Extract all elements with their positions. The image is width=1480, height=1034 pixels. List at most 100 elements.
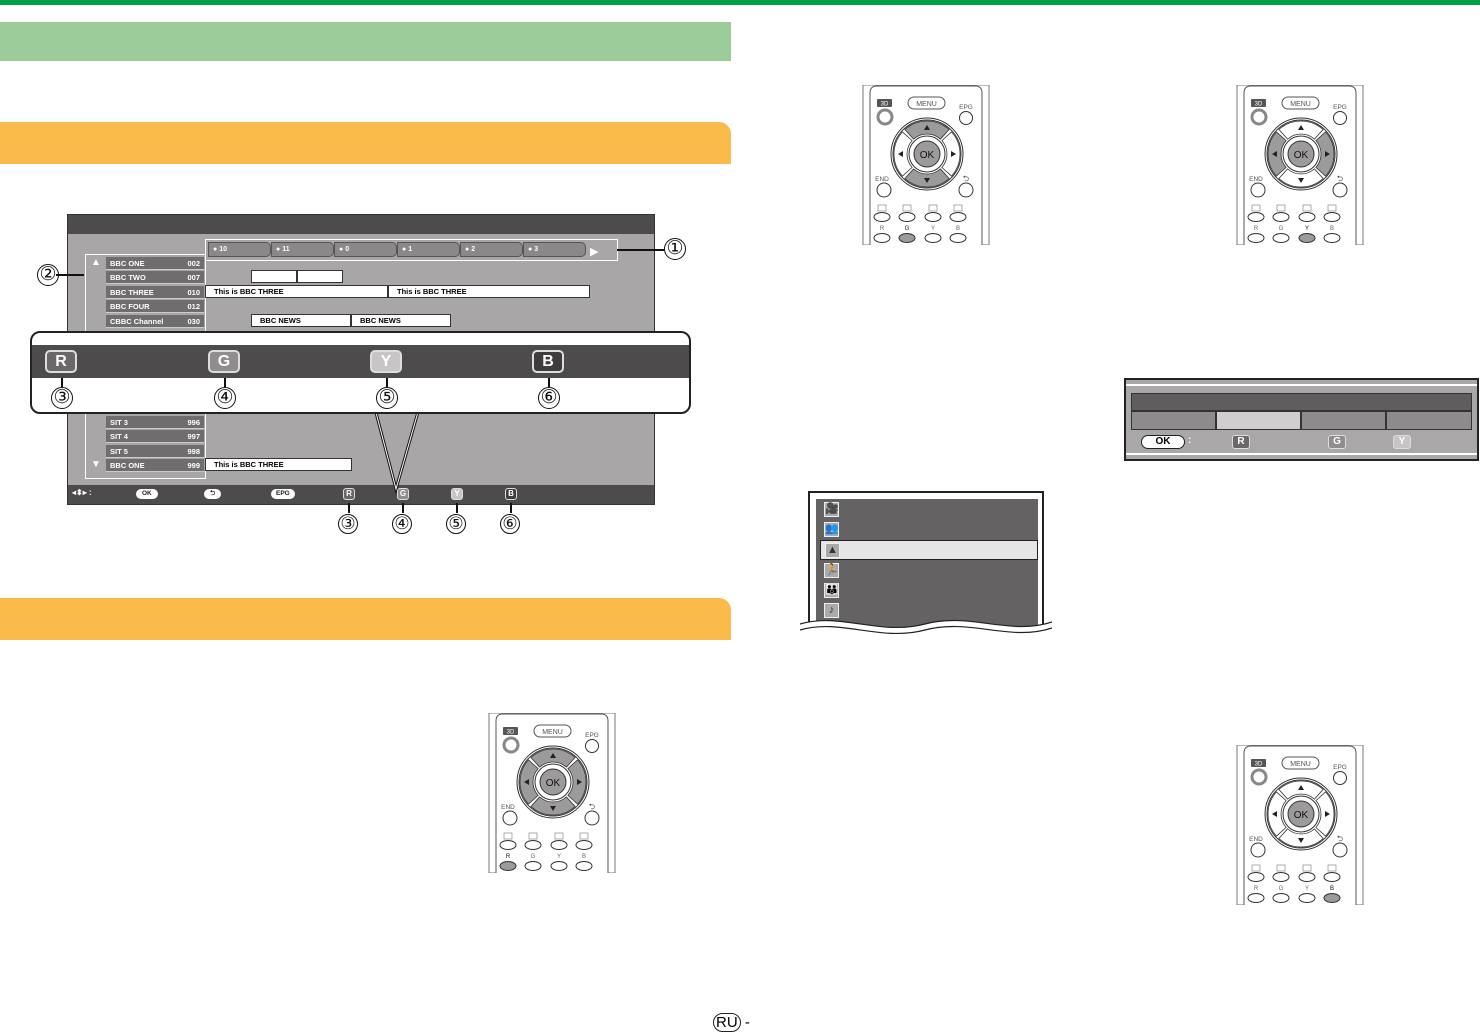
channel-name: BBC ONE: [110, 259, 145, 268]
programme-title: BBC NEWS: [360, 316, 401, 325]
remote-color-label: G: [905, 226, 910, 232]
menu-option[interactable]: [1131, 411, 1216, 430]
3d-button: [1250, 768, 1268, 786]
remote-ok-label: OK: [1294, 150, 1309, 161]
timeline-slot[interactable]: ● 2: [460, 242, 523, 257]
genre-item-selected[interactable]: ▲: [820, 540, 1038, 560]
channel-name: BBC ONE: [110, 461, 145, 470]
remote-ok-label: OK: [1294, 810, 1309, 821]
remote-ok-label: OK: [920, 150, 935, 161]
remote-end-label: END: [1249, 836, 1263, 843]
timeline-slot[interactable]: ● 10: [208, 242, 271, 257]
remote-menu-label: MENU: [916, 101, 937, 108]
zoom-pointer: [372, 405, 422, 495]
channel-name: BBC THREE: [110, 288, 154, 297]
channel-number: 999: [187, 461, 200, 470]
programme-cell[interactable]: This is BBC THREE: [205, 458, 352, 471]
remote-color-label: G: [1279, 226, 1284, 232]
channel-number: 998: [187, 447, 200, 456]
show-stage-icon: ▲: [825, 543, 840, 558]
callout-number-6: ⑥: [538, 387, 560, 409]
callout-band: R G Y B: [32, 345, 689, 378]
channel-name: SIT 4: [110, 432, 128, 441]
blue-key-icon: B: [505, 488, 517, 500]
ok-key-icon: OK: [1141, 435, 1185, 449]
ok-key-icon: OK: [136, 489, 158, 499]
timeline-slot[interactable]: ● 0: [334, 242, 397, 257]
callout-number-4: ④: [214, 387, 236, 409]
red-key-icon: R: [1232, 435, 1250, 449]
programme-cell[interactable]: [297, 270, 343, 283]
remote-color-label: B: [1330, 226, 1334, 232]
red-key-icon: R: [45, 350, 77, 373]
blue-key-icon: B: [532, 350, 564, 373]
callout-number-5: ⑤: [446, 514, 466, 534]
programme-title: This is BBC THREE: [214, 460, 284, 469]
children-icon: 👪: [824, 583, 839, 598]
3d-button: [876, 108, 894, 126]
remote-color-label: Y: [557, 854, 561, 860]
channel-row[interactable]: SIT 4 997: [106, 430, 204, 443]
genre-item-sports[interactable]: 🏃: [820, 561, 1038, 581]
programme-cell[interactable]: This is BBC THREE: [205, 285, 388, 298]
slot-label: 1: [408, 246, 413, 253]
callout-number-1: ①: [664, 238, 686, 260]
timeline-slot[interactable]: ● 3: [523, 242, 586, 257]
channel-row[interactable]: BBC ONE 999: [106, 459, 204, 472]
channel-name: BBC TWO: [110, 273, 146, 282]
timeline-slot[interactable]: ● 1: [397, 242, 460, 257]
menu-option-selected[interactable]: [1216, 411, 1301, 430]
timeline-slot[interactable]: ● 11: [271, 242, 334, 257]
remote-color-label: Y: [1305, 226, 1309, 232]
callout-number-3: ③: [51, 387, 73, 409]
remote-3d-label: 3D: [1255, 102, 1263, 108]
callout-number-3: ③: [338, 514, 358, 534]
epg-footer-bar: ◂⬍▸ : OK ⮌ EPG R G Y B: [68, 485, 654, 504]
channel-row[interactable]: BBC ONE 002: [106, 257, 204, 270]
remote-epg-label: EPG: [959, 104, 973, 111]
remote-epg-label: EPG: [585, 732, 599, 739]
genre-item-music[interactable]: ♪: [820, 601, 1038, 621]
programme-cell[interactable]: This is BBC THREE: [388, 285, 590, 298]
remote-color-label: R: [1254, 886, 1259, 892]
callout-number-2: ②: [37, 264, 59, 286]
remote-3d-label: 3D: [881, 102, 889, 108]
svg-text:⮌: ⮌: [963, 174, 969, 183]
genre-item-news[interactable]: 👥: [820, 520, 1038, 540]
callout-leader: [56, 274, 84, 276]
section-header-bar: [0, 22, 731, 61]
channel-row[interactable]: BBC TWO 007: [106, 271, 204, 284]
yellow-key-icon: Y: [1393, 435, 1411, 449]
timeline-next-arrow-icon[interactable]: ▶: [590, 246, 599, 258]
channel-number: 002: [187, 259, 200, 268]
remote-color-label: Y: [931, 226, 935, 232]
remote-menu-label: MENU: [542, 729, 563, 736]
genre-item-movie[interactable]: 🎥: [820, 500, 1038, 520]
subsection-header-bar-2: [0, 598, 731, 640]
programme-cell[interactable]: [251, 270, 297, 283]
genre-item-children[interactable]: 👪: [820, 581, 1038, 601]
channel-number: 997: [187, 432, 200, 441]
channel-number: 007: [187, 273, 200, 282]
slot-label: 11: [282, 246, 290, 253]
remote-end-label: END: [875, 176, 889, 183]
page-dash: -: [744, 1014, 750, 1031]
region-badge: RU: [713, 1013, 741, 1032]
menu-option[interactable]: [1301, 411, 1386, 430]
programme-cell[interactable]: BBC NEWS: [351, 314, 451, 327]
3d-button: [1250, 108, 1268, 126]
subsection-header-bar-1: [0, 122, 731, 164]
remote-color-label: G: [531, 854, 536, 860]
return-key-icon: ⮌: [204, 489, 222, 499]
scroll-up-arrow-icon[interactable]: ▲: [91, 257, 101, 268]
scroll-down-arrow-icon[interactable]: ▼: [91, 459, 101, 470]
menu-option[interactable]: [1386, 411, 1472, 430]
programme-cell[interactable]: BBC NEWS: [251, 314, 351, 327]
